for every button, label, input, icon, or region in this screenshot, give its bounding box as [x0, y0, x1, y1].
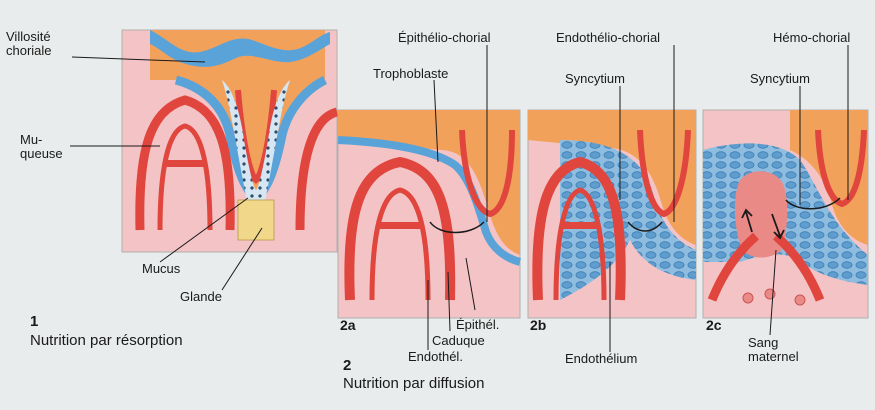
label-caduque: Caduque — [432, 334, 485, 348]
label-syncytium-2b: Syncytium — [565, 72, 625, 86]
label-trophoblaste: Trophoblaste — [373, 67, 448, 81]
blood-cell — [743, 293, 753, 303]
rung-2b — [562, 222, 598, 229]
label-endothel: Endothél. — [408, 350, 463, 364]
panel-2-number: 2 — [343, 358, 351, 374]
label-sang-maternel: Sang maternel — [748, 336, 799, 363]
panel-1-number: 1 — [30, 314, 38, 330]
panel-2-caption: Nutrition par diffusion — [343, 376, 484, 392]
panel-2a — [338, 110, 520, 318]
label-epithel: Épithél. — [456, 318, 499, 332]
panel-2c — [703, 110, 868, 318]
label-mucus: Mucus — [142, 262, 180, 276]
label-endothelio-chorial: Endothélio-chorial — [556, 31, 660, 45]
label-muqueuse: Mu- queuse — [20, 133, 63, 160]
panel-2b-label: 2b — [530, 318, 546, 333]
panel-1-resorption — [122, 30, 337, 252]
panel-2b — [528, 110, 696, 318]
blood-cell — [795, 295, 805, 305]
gland-rung-1 — [166, 160, 204, 167]
panel-2c-label: 2c — [706, 318, 722, 333]
label-hemo-chorial: Hémo-chorial — [773, 31, 850, 45]
label-glande: Glande — [180, 290, 222, 304]
gland-opening-1 — [238, 200, 274, 240]
label-villosite-choriale: Villosité choriale — [6, 30, 52, 57]
rung-2a — [378, 222, 422, 229]
label-epithelio-chorial: Épithélio-chorial — [398, 31, 491, 45]
label-syncytium-2c: Syncytium — [750, 72, 810, 86]
panel-2a-label: 2a — [340, 318, 356, 333]
label-endothelium: Endothélium — [565, 352, 637, 366]
panel-1-caption: Nutrition par résorption — [30, 333, 183, 349]
